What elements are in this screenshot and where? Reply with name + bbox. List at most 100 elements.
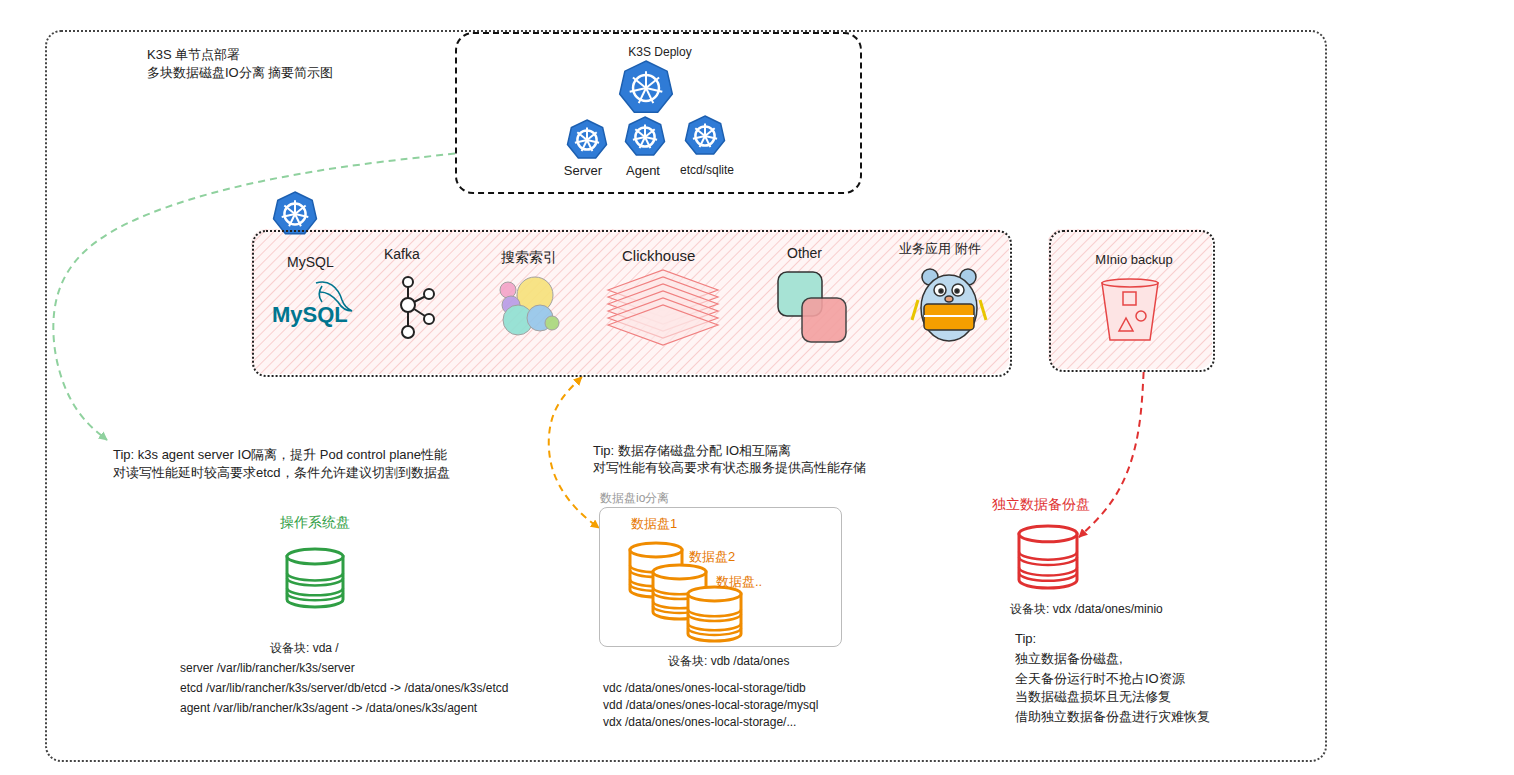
kafka-icon	[401, 277, 434, 338]
disk-band	[688, 628, 741, 635]
disk-cylinder	[1017, 524, 1079, 590]
note-label: Server	[564, 163, 602, 180]
gopher-icon	[912, 269, 986, 341]
search-index-icon	[500, 282, 516, 298]
k8s-icon	[704, 124, 706, 136]
disk-top	[630, 543, 682, 557]
k8s-icon	[568, 120, 607, 158]
node-text: Kafka	[384, 245, 420, 264]
bucket-icon	[1102, 279, 1158, 287]
k8s-icon	[646, 88, 653, 103]
node-text: 搜索索引	[501, 248, 557, 267]
note-label: server /var/lib/rancher/k3s/server	[180, 661, 355, 677]
gopher-icon	[912, 300, 918, 320]
k8s-icon	[693, 136, 705, 139]
k8s-icon	[295, 205, 306, 214]
note-label: Agent	[626, 163, 660, 180]
node-text: 独立数据备份盘	[992, 495, 1090, 514]
k8s-icon	[274, 192, 317, 234]
gopher-icon	[924, 315, 974, 317]
node-text: MInio backup	[1095, 251, 1172, 269]
k8s-icon	[282, 214, 295, 217]
group-box: MySQLKafka搜索索引ClickhouseOther业务应用 附件	[252, 230, 1012, 377]
note-label: 借助独立数据备份盘进行灾难恢复	[1015, 709, 1210, 726]
search-index-icon	[545, 316, 559, 330]
hatch-fill	[251, 229, 1009, 374]
note-label: 当数据磁盘损坏且无法修复	[1015, 689, 1171, 706]
disk-node: 独立数据备份盘	[1017, 524, 1079, 590]
hatch-fill	[251, 229, 1212, 374]
node-text: 数据盘2	[689, 548, 735, 566]
other-icon	[802, 298, 846, 342]
note-label: 设备块: vdx /data/ones/minio	[1010, 602, 1163, 618]
other-icon	[778, 272, 846, 342]
disk-cylinder	[285, 547, 345, 609]
note-label: 全天备份运行时不抢占IO资源	[1015, 671, 1185, 688]
bucket-icon	[1119, 318, 1133, 331]
bucket-icon	[1136, 311, 1146, 321]
bucket-icon	[1102, 283, 1158, 340]
note-label: vdx /data/ones/ones-local-storage/...	[603, 715, 796, 731]
gopher-icon	[939, 289, 943, 293]
disk-band	[688, 623, 741, 630]
k8s-icon	[695, 128, 705, 136]
clickhouse-icon	[608, 270, 718, 345]
k8s-icon	[577, 132, 587, 140]
kafka-icon	[402, 326, 414, 338]
k8s-icon	[575, 140, 587, 143]
k8s-icon	[644, 125, 646, 137]
disk-band	[688, 609, 741, 616]
group-box: MInio backup	[1049, 230, 1215, 372]
disk-band	[688, 614, 741, 621]
node-text: K3S 单节点部署 多块数据磁盘IO分离 摘要简示图	[147, 46, 357, 81]
gopher-icon	[934, 284, 946, 296]
clickhouse-icon	[608, 305, 718, 345]
note-label: Tip:	[1015, 631, 1036, 648]
k8s-icon	[633, 137, 645, 140]
gopher-icon	[980, 300, 986, 320]
k8s-icon	[645, 137, 650, 148]
group-box: 数据盘io分离数据盘1数据盘2数据盘..	[599, 507, 842, 647]
k8s-icon	[274, 61, 725, 234]
disk-band	[287, 573, 343, 580]
node-text: Other	[787, 244, 822, 263]
disk-band	[1019, 568, 1077, 576]
gopher-icon	[921, 275, 977, 341]
node-text: MySQL	[287, 253, 334, 272]
k8s-icon	[645, 71, 647, 88]
k8s-icon	[294, 200, 296, 214]
note-label: 设备块: vdb /data/ones	[668, 654, 789, 670]
k8s-icon	[646, 78, 659, 88]
k8s-icon	[686, 116, 725, 154]
k8s-icon	[586, 128, 588, 140]
disk-band	[287, 578, 343, 585]
k8s-icon	[626, 117, 665, 155]
k8s-icon	[705, 136, 710, 147]
disk-node: Tip: k3s agent server IO隔离，提升 Pod contro…	[107, 440, 529, 615]
k8s-icon	[633, 78, 646, 88]
k8s-icon	[295, 214, 301, 226]
node-text: 数据盘io分离	[600, 490, 669, 506]
gopher-icon	[952, 284, 964, 296]
note-label: 独立数据备份磁盘,	[1015, 651, 1123, 668]
k8s-icon	[284, 205, 295, 214]
k8s-icon	[705, 128, 715, 136]
k8s-icon	[635, 129, 645, 137]
node-text: K3S Deploy	[628, 44, 691, 60]
connector	[1079, 372, 1144, 537]
note-label: Tip: 数据存储磁盘分配 IO相互隔离 对写性能有较高要求有状态服务提供高性能…	[593, 443, 923, 477]
note-label: etcd/sqlite	[680, 163, 734, 179]
disk-top	[653, 565, 706, 579]
bucket-icon	[1102, 279, 1158, 340]
disk-node: 数据盘..	[683, 571, 778, 645]
node-text: Tip: k3s agent server IO隔离，提升 Pod contro…	[113, 446, 523, 481]
disk-top	[1019, 526, 1077, 542]
hatch-fill	[251, 229, 1009, 374]
connector	[53, 154, 455, 441]
node-text: 业务应用 附件	[899, 240, 981, 258]
disk-top	[287, 549, 343, 564]
note-label: etcd /var/lib/rancher/k3s/server/db/etcd…	[180, 681, 509, 697]
node-text: 操作系统盘	[280, 513, 350, 532]
k8s-icon	[620, 61, 673, 112]
